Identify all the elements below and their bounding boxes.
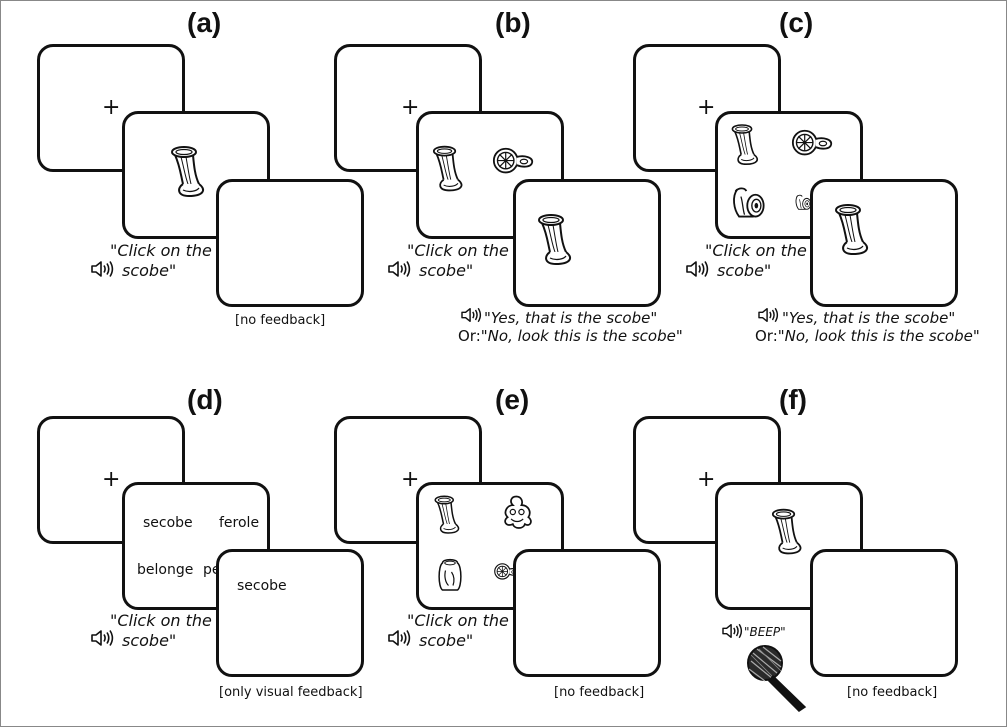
fixation-cross: + — [102, 467, 121, 492]
feedback-screen — [810, 549, 958, 677]
fixation-cross: + — [697, 95, 716, 120]
instruction-line-1: "Click on the — [407, 611, 509, 630]
instruction-line-2: scobe" — [717, 261, 772, 280]
feedback-note: [no feedback] — [554, 685, 645, 700]
fixation-cross: + — [401, 467, 420, 492]
spool-icon — [433, 493, 463, 537]
feedback-screen — [513, 179, 661, 307]
speaker-icon — [90, 259, 114, 279]
fixation-cross: + — [102, 95, 121, 120]
speaker-icon — [460, 306, 482, 324]
instruction-line-2: scobe" — [419, 631, 474, 650]
panel-label: (c) — [779, 7, 814, 38]
spool-icon — [536, 212, 576, 268]
stimulus-screen — [122, 111, 270, 239]
feedback-screen: secobe — [216, 549, 364, 677]
instruction-line-2: scobe" — [122, 631, 177, 650]
panel-e: (e) + "Click on the scobe" [no feedback] — [298, 371, 661, 726]
spool-icon — [431, 144, 467, 194]
speaker-icon — [387, 259, 411, 279]
speaker-icon — [721, 622, 743, 640]
panel-b: (b) + "Click on the scobe" "Yes, that is… — [298, 1, 683, 361]
instruction-line-2: scobe" — [419, 261, 474, 280]
feedback-no: Or:"No, look this is the scobe" — [458, 327, 683, 345]
spool-icon — [770, 507, 806, 557]
feedback-note: [only visual feedback] — [219, 685, 363, 700]
microphone-icon — [743, 643, 813, 713]
instruction-line-1: "Click on the — [110, 611, 212, 630]
feedback-note: [no feedback] — [847, 685, 938, 700]
instruction-line-1: "Click on the — [110, 241, 212, 260]
feedback-yes: "Yes, that is the scobe" — [484, 309, 658, 327]
feedback-screen — [513, 549, 661, 677]
spool-icon — [833, 202, 873, 258]
fixation-screen — [37, 416, 185, 544]
panel-label: (a) — [187, 7, 222, 38]
speaker-icon — [90, 628, 114, 648]
feedback-no: Or:"No, look this is the scobe" — [755, 327, 980, 345]
speaker-icon — [387, 628, 411, 648]
instruction-line-2: scobe" — [122, 261, 177, 280]
speaker-icon — [757, 306, 779, 324]
ring-object-icon — [790, 128, 834, 159]
fixation-cross: + — [697, 467, 716, 492]
lamp-object-icon — [730, 182, 770, 222]
panel-label: (f) — [779, 384, 807, 415]
word-option: secobe — [143, 515, 193, 531]
feedback-yes: "Yes, that is the scobe" — [782, 309, 956, 327]
spool-icon — [169, 144, 209, 200]
speaker-icon — [685, 259, 709, 279]
instruction-line-1: "Click on the — [407, 241, 509, 260]
feedback-screen — [810, 179, 958, 307]
panel-label: (e) — [495, 384, 530, 415]
panel-label: (d) — [187, 384, 223, 415]
stimulus-screen: secobe ferole belonge pe — [122, 482, 270, 610]
blob-object-icon — [499, 493, 537, 531]
feedback-screen — [216, 179, 364, 307]
panel-f: (f) + "BEEP" [no feedback] — [597, 371, 958, 727]
panel-a: (a) + "Click on the scobe" [no feedback] — [1, 1, 364, 361]
feedback-word: secobe — [237, 578, 287, 594]
instruction-line-1: "Click on the — [705, 241, 807, 260]
word-option: ferole — [219, 515, 260, 531]
ring-object-icon — [491, 146, 535, 177]
spool-icon — [730, 122, 762, 168]
panel-d: (d) + secobe ferole belonge pe secobe "C… — [1, 371, 364, 726]
panel-c: (c) + "Click on the scobe" "Yes, that is… — [597, 1, 980, 361]
beep-cue: "BEEP" — [744, 625, 786, 639]
fixation-cross: + — [401, 95, 420, 120]
jar-object-icon — [435, 557, 465, 593]
word-option: belonge — [137, 562, 194, 578]
panel-label: (b) — [495, 7, 531, 38]
fixation-screen — [37, 44, 185, 172]
feedback-note: [no feedback] — [235, 313, 326, 328]
